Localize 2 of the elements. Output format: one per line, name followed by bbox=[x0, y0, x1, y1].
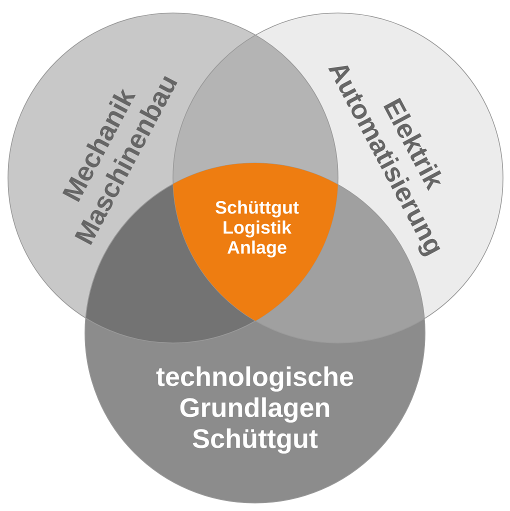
circle-label: Schüttgut Logistik Anlage bbox=[216, 200, 299, 258]
circle-label: technologische Grundlagen Schüttgut bbox=[156, 366, 354, 454]
